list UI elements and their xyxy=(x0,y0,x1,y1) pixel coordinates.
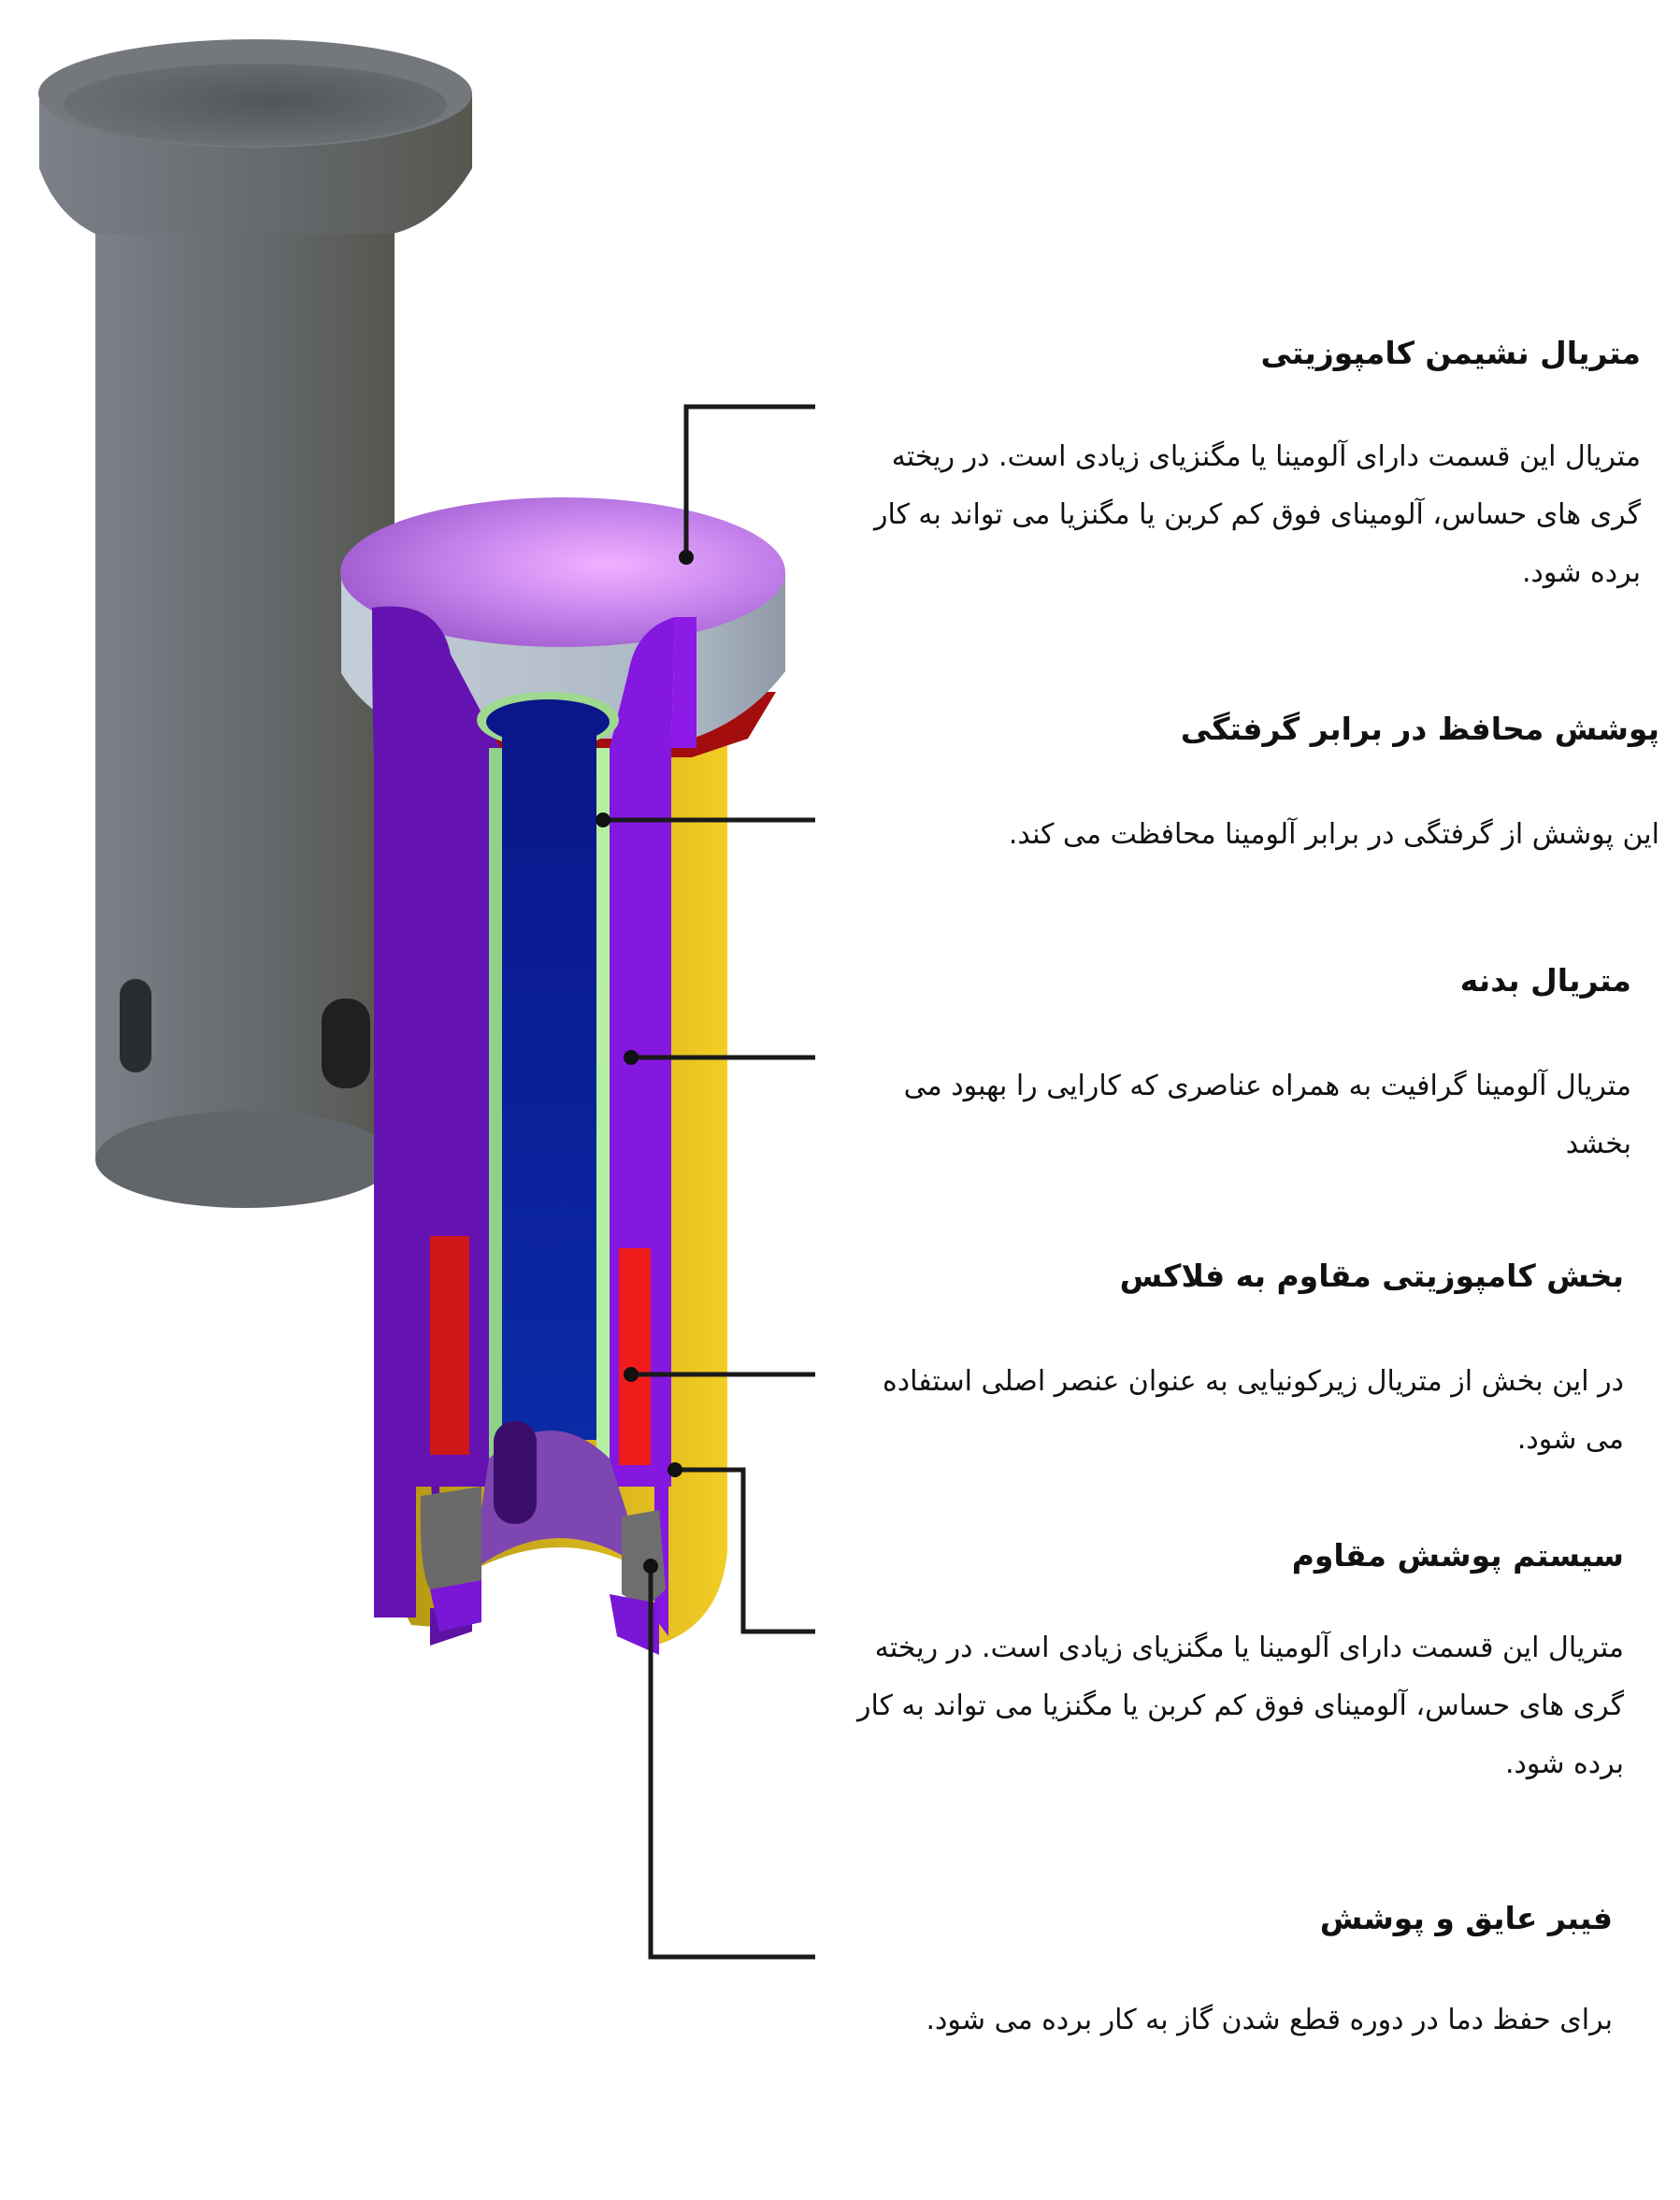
leader-dot xyxy=(596,812,610,827)
leader-line-1 xyxy=(683,404,815,557)
leader-dots xyxy=(596,550,694,1574)
label-composite-seat: متریال نشیمن کامپوزیتی متریال این قسمت د… xyxy=(855,333,1641,602)
cutaway-nozzle xyxy=(340,497,785,1655)
label-title: پوشش محافظ در برابر گرفتگی xyxy=(1180,711,1659,747)
label-desc: متریال این قسمت دارای آلومینا یا مگنزیای… xyxy=(873,440,1641,589)
label-desc: برای حفظ دما در دوره قطع شدن گاز به کار … xyxy=(926,2004,1614,2036)
bore xyxy=(502,729,596,1440)
label-anti-clog-coating: پوشش محافظ در برابر گرفتگی این پوشش از گ… xyxy=(855,709,1659,864)
tip-insert-right xyxy=(622,1510,666,1608)
flux-band-right xyxy=(619,1248,651,1465)
label-insulating-fiber: فیبر عایق و پوشش برای حفظ دما در دوره قط… xyxy=(846,1898,1614,2049)
label-desc: متریال آلومینا گرافیت به همراه عناصری که… xyxy=(903,1070,1631,1160)
label-body-material: متریال بدنه متریال آلومینا گرافیت به همر… xyxy=(865,960,1631,1173)
label-desc: در این بخش از متریال زیرکونیایی به عنوان… xyxy=(883,1365,1624,1456)
leader-dot xyxy=(624,1367,639,1382)
anti-clog-lining-right xyxy=(596,748,610,1459)
label-title: سیستم پوشش مقاوم xyxy=(1291,1537,1624,1574)
seat-cup xyxy=(340,497,785,647)
tip-insert-left xyxy=(420,1487,481,1589)
vent-slot xyxy=(120,979,151,1072)
label-title: بخش کامپوزیتی مقاوم به فلاکس xyxy=(1119,1258,1624,1294)
flux-band-left xyxy=(430,1236,469,1455)
anti-clog-lining-left xyxy=(489,748,502,1459)
leader-dot xyxy=(668,1462,682,1477)
label-title: فیبر عایق و پوشش xyxy=(1319,1900,1613,1936)
leader-dot xyxy=(624,1050,639,1065)
label-flux-resistant: بخش کامپوزیتی مقاوم به فلاکس در این بخش … xyxy=(848,1256,1624,1469)
leader-line-6 xyxy=(648,1566,815,1960)
vent-slot xyxy=(322,999,370,1088)
body-wall-left xyxy=(372,606,500,1618)
label-desc: این پوشش از گرفتگی در برابر آلومینا محاف… xyxy=(1008,818,1659,851)
label-title: متریال نشیمن کامپوزیتی xyxy=(1260,335,1641,371)
label-resistant-coating-system: سیستم پوشش مقاوم متریال این قسمت دارای آ… xyxy=(848,1535,1624,1793)
label-title: متریال بدنه xyxy=(1459,962,1631,999)
label-desc: متریال این قسمت دارای آلومینا یا مگنزیای… xyxy=(856,1632,1624,1780)
leader-lines xyxy=(603,404,815,1960)
leader-line-5 xyxy=(675,1467,815,1634)
leader-dot xyxy=(643,1559,658,1574)
leader-dot xyxy=(679,550,694,565)
